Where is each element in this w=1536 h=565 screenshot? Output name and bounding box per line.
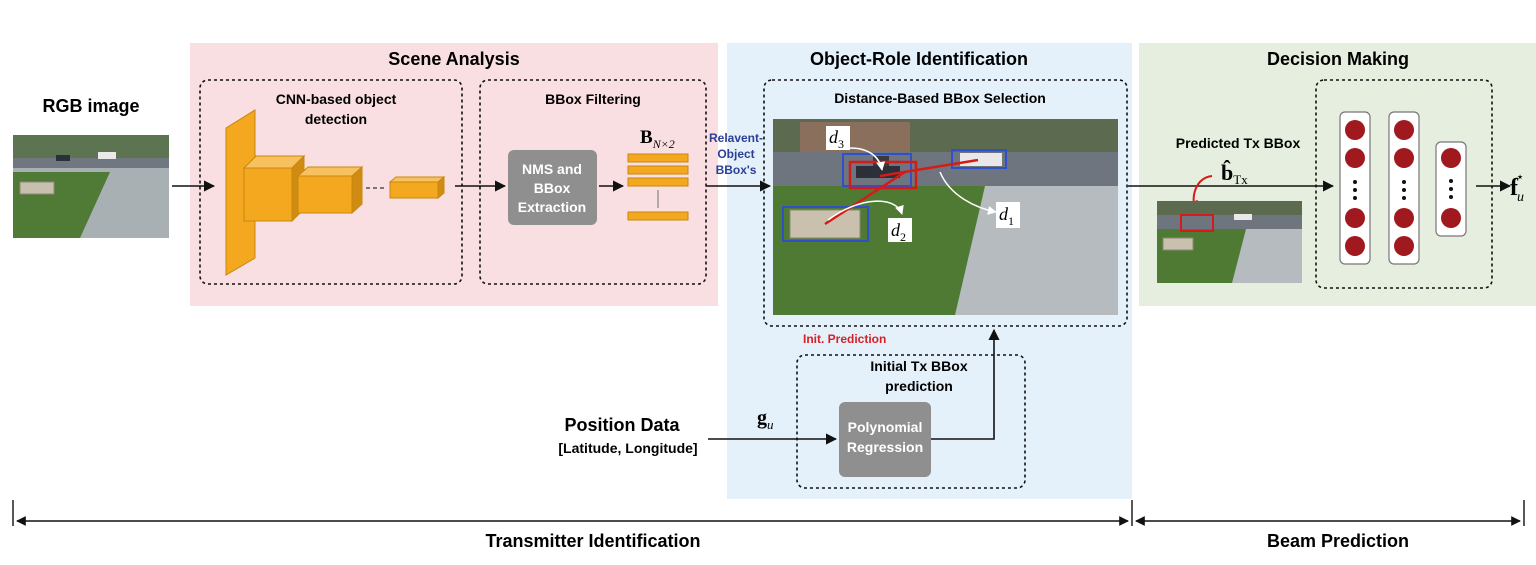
position-data-title: Position Data: [564, 415, 680, 435]
distance-lines: [824, 147, 997, 226]
svg-text:d2: d2: [891, 220, 906, 244]
neural-network-layers: [1339, 111, 1467, 265]
distance-selection-title: Distance-Based BBox Selection: [834, 90, 1046, 106]
nms-label-3: Extraction: [518, 199, 586, 215]
rgb-image-thumbnail: [13, 135, 169, 238]
beam-prediction-label: Beam Prediction: [1267, 531, 1409, 551]
nms-label-1: NMS and: [522, 161, 582, 177]
d2-label: d2: [888, 218, 912, 244]
transmitter-identification-label: Transmitter Identification: [485, 531, 700, 551]
output-fu-label: fu⋆: [1510, 169, 1524, 205]
b-hat-tx-label: b̂Tx: [1221, 160, 1248, 187]
svg-text:d3: d3: [829, 127, 844, 151]
arrow-poly-to-selection: [931, 328, 1000, 440]
init-prediction-label: Init. Prediction: [803, 332, 886, 346]
gu-label: gu: [757, 407, 774, 432]
predicted-tx-bbox-label: Predicted Tx BBox: [1176, 135, 1301, 151]
scene-photo: [773, 119, 1118, 315]
cnn-detection-label-2: detection: [305, 111, 367, 127]
polynomial-regression-box: [839, 402, 931, 477]
svg-text:d1: d1: [999, 204, 1014, 228]
initial-prediction-label-2: prediction: [885, 378, 953, 394]
relevant-bbox-label-3: BBox's: [716, 163, 757, 177]
decision-making-title: Decision Making: [1267, 49, 1409, 69]
d3-label: d3: [826, 126, 850, 151]
poly-label-1: Polynomial: [848, 419, 923, 435]
bbox-filtering-title: BBox Filtering: [545, 91, 641, 107]
bbox-filtering-box: [479, 79, 707, 285]
bbox-stack-graphic: [627, 153, 689, 221]
neural-network-box: [1315, 79, 1493, 289]
bnx2-label: BN×2: [640, 127, 675, 151]
initial-prediction-box: [796, 354, 1026, 489]
cnn-detection-label-1: CNN-based object: [276, 91, 397, 107]
nms-label-2: BBox: [534, 180, 571, 196]
rgb-image-title: RGB image: [42, 96, 139, 116]
distance-selection-box: [763, 79, 1128, 327]
cnn-layers-graphic: [225, 109, 446, 276]
poly-label-2: Regression: [847, 439, 923, 455]
initial-prediction-label-1: Initial Tx BBox: [870, 358, 967, 374]
predicted-bbox-photo: [1157, 201, 1302, 283]
object-role-title: Object-Role Identification: [810, 49, 1028, 69]
position-data-subtitle: [Latitude, Longitude]: [558, 440, 697, 456]
d1-label: d1: [996, 202, 1020, 228]
cnn-detection-box: [199, 79, 463, 285]
scene-analysis-title: Scene Analysis: [388, 49, 519, 69]
relevant-bbox-label-1: Relavent-: [709, 131, 763, 145]
relevant-bbox-label-2: Object: [717, 147, 754, 161]
nms-extraction-box: [508, 150, 597, 225]
